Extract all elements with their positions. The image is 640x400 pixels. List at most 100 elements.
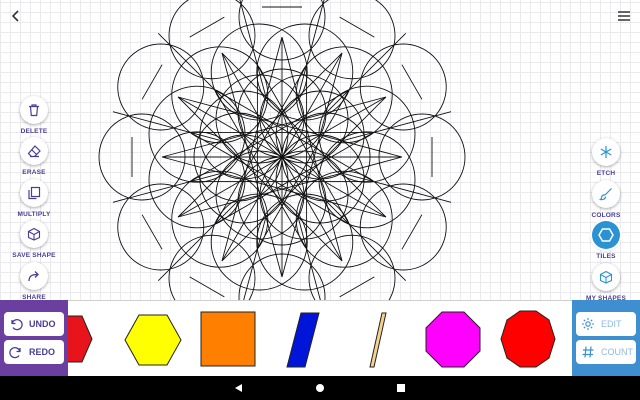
radial-spoke [339, 172, 452, 203]
radial-spoke [297, 214, 321, 300]
outer-bracket [401, 214, 423, 250]
my-shapes-label: MY SHAPES [586, 295, 626, 302]
nav-recents-icon[interactable] [397, 384, 405, 392]
cube-plus-icon [27, 227, 41, 241]
radial-spoke [112, 172, 225, 203]
tan-rhombus-tile[interactable] [369, 312, 387, 368]
star-chord [161, 156, 387, 218]
erase-tool[interactable]: ERASE [5, 137, 63, 176]
star-chord [177, 52, 343, 218]
edit-button[interactable]: EDIT [576, 312, 636, 336]
undo-button[interactable]: UNDO [4, 312, 64, 336]
star-chord [190, 132, 350, 225]
star-chord [281, 36, 343, 262]
nav-home-icon[interactable] [316, 384, 324, 392]
middle-ring-circle [256, 193, 354, 291]
colors-label: COLORS [591, 212, 621, 219]
share-button[interactable] [20, 262, 48, 290]
redo-button[interactable]: REDO [4, 340, 64, 364]
middle-ring-circle [318, 85, 416, 183]
etch-button[interactable] [592, 138, 620, 166]
undo-icon [11, 319, 23, 331]
middle-ring-circle [171, 46, 269, 144]
star-chord [177, 156, 403, 218]
erase-button[interactable] [20, 137, 48, 165]
radial-spoke [324, 32, 407, 115]
outer-bracket [339, 16, 375, 38]
tile-palette [51, 310, 556, 368]
redo-label: REDO [29, 347, 56, 357]
delete-button[interactable] [20, 96, 48, 124]
edit-label: EDIT [601, 319, 622, 329]
history-panel: UNDO REDO [0, 300, 68, 376]
star-chord [214, 132, 374, 225]
star-chord [214, 89, 374, 182]
radial-spoke [177, 96, 283, 158]
etch-label: ETCH [596, 170, 616, 177]
colors-button[interactable] [592, 180, 620, 208]
radial-spoke [324, 199, 407, 282]
save-shape-tool[interactable]: SAVE SHAPE [5, 220, 63, 259]
nav-back-icon[interactable] [235, 384, 242, 392]
outer-ring-circle [308, 0, 396, 80]
cube-icon [599, 270, 613, 284]
magenta-octagon-tile[interactable] [425, 311, 481, 368]
star-chord [214, 89, 307, 249]
hexagon-icon [598, 228, 614, 242]
blue-rhombus-tile[interactable] [286, 312, 320, 368]
tiles-tool[interactable]: TILES [577, 221, 635, 260]
radial-spoke [281, 52, 343, 158]
delete-tool[interactable]: DELETE [5, 96, 63, 135]
red-decagon-tile[interactable] [500, 310, 556, 368]
radial-spoke [112, 111, 225, 142]
radial-spoke [239, 0, 267, 100]
tiles-label: TILES [596, 253, 616, 260]
yellow-hexagon-tile[interactable] [124, 314, 182, 366]
star-chord [221, 52, 283, 278]
multiply-tool[interactable]: MULTIPLY [5, 179, 63, 218]
eraser-icon [27, 145, 41, 158]
my-shapes-tool[interactable]: MY SHAPES [577, 263, 635, 302]
my-shapes-button[interactable] [592, 263, 620, 291]
radial-spoke [243, 214, 267, 300]
middle-ring-circle [256, 23, 354, 121]
hash-icon [582, 346, 594, 358]
share-label: SHARE [22, 294, 46, 301]
share-tool[interactable]: SHARE [5, 262, 63, 301]
star-chord [214, 65, 307, 225]
star-chord [221, 52, 387, 218]
star-chord [221, 36, 283, 262]
star-chord [190, 89, 350, 182]
drawing-canvas[interactable] [0, 0, 640, 300]
count-button[interactable]: COUNT [576, 340, 636, 364]
gear-icon [582, 318, 594, 330]
multiply-button[interactable] [20, 179, 48, 207]
middle-ring-circle [295, 46, 393, 144]
back-button[interactable] [4, 4, 28, 28]
star-chord [257, 89, 350, 249]
delete-label: DELETE [20, 128, 48, 135]
radial-spoke [157, 199, 240, 282]
save-shape-button[interactable] [20, 220, 48, 248]
radial-spoke [221, 52, 283, 158]
outer-bracket [189, 16, 225, 38]
middle-ring-circle [171, 170, 269, 268]
star-chord [177, 96, 403, 158]
tile-palette-tray[interactable] [0, 300, 640, 376]
star-chord [161, 96, 387, 158]
orange-square-tile[interactable] [200, 311, 256, 367]
colors-tool[interactable]: COLORS [577, 180, 635, 219]
chevron-left-icon [11, 10, 19, 22]
menu-button[interactable] [612, 4, 636, 28]
tiles-button[interactable] [592, 221, 620, 249]
etch-tool[interactable]: ETCH [577, 138, 635, 177]
trash-icon [29, 104, 39, 117]
copy-icon [28, 186, 41, 200]
multiply-label: MULTIPLY [17, 211, 51, 218]
outer-bracket [141, 64, 163, 100]
star-chord [257, 65, 350, 225]
redo-icon [9, 347, 21, 359]
outer-bracket [339, 276, 375, 298]
radial-spoke [157, 32, 240, 115]
